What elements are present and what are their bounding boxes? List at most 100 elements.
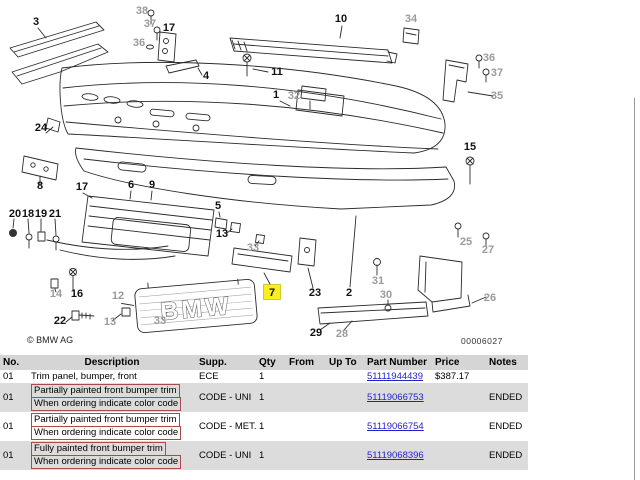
part-label-16[interactable]: 16 (71, 288, 83, 300)
part-label-25[interactable]: 25 (460, 236, 472, 248)
part-label-26[interactable]: 26 (484, 292, 496, 304)
part-label-17[interactable]: 17 (76, 181, 88, 193)
cell-no: 01 (3, 421, 14, 432)
cell-supplement: CODE - MET. (199, 421, 256, 432)
diagram-number: 00006027 (461, 336, 503, 346)
scrollbar[interactable] (634, 98, 635, 480)
part-label-32[interactable]: 32 (288, 90, 300, 102)
description-line: When ordering indicate color code (31, 426, 182, 440)
cell-part-number: 51119066753 (364, 383, 432, 412)
part-label-37[interactable]: 37 (491, 67, 503, 79)
leader-line-2 (349, 215, 357, 288)
part-number-link[interactable]: 51119068396 (367, 450, 424, 461)
part-label-34[interactable]: 34 (405, 13, 418, 25)
part-label-6[interactable]: 6 (128, 179, 134, 191)
part-label-27[interactable]: 27 (482, 244, 494, 256)
part-number-link[interactable]: 51119066753 (367, 392, 424, 403)
part-number-link[interactable]: 51111944439 (367, 371, 424, 382)
trim-piece-7 (231, 247, 293, 285)
cell-qty: 1 (259, 371, 265, 382)
part-label-24[interactable]: 24 (35, 122, 48, 134)
air-duct-group (417, 255, 487, 313)
part-label-38[interactable]: 38 (136, 5, 148, 17)
cell-part-number: 51119066754 (364, 412, 432, 441)
cell-supplement: ECE (199, 371, 219, 382)
part-label-19[interactable]: 19 (35, 208, 47, 220)
part-label-36[interactable]: 36 (483, 52, 495, 64)
part-label-36[interactable]: 36 (133, 37, 145, 49)
column-header-description: Description (28, 355, 196, 370)
cell-from (286, 441, 326, 470)
screw-15-icon (465, 156, 475, 185)
column-header-supp: Supp. (196, 355, 256, 370)
part-label-31[interactable]: 31 (372, 275, 384, 287)
part-label-7[interactable]: 7 (269, 287, 275, 299)
cell-from (286, 412, 326, 441)
part-label-10[interactable]: 10 (335, 13, 347, 25)
impact-strip-10 (229, 25, 398, 64)
cell-up-to (326, 370, 364, 383)
part-label-29[interactable]: 29 (310, 327, 322, 339)
cell-price: $387.17 (435, 371, 470, 382)
description-line: Fully painted front bumper trim (31, 442, 166, 456)
part-label-20[interactable]: 20 (9, 208, 21, 220)
license-plate: BMW (121, 278, 258, 334)
cell-part-number: 51119068396 (364, 441, 432, 470)
part-label-28[interactable]: 28 (336, 328, 348, 340)
part-label-33[interactable]: 33 (154, 315, 166, 327)
part-number-link[interactable]: 51119066754 (367, 421, 424, 432)
part-label-11[interactable]: 11 (271, 66, 283, 78)
part-label-1[interactable]: 1 (273, 89, 279, 101)
cell-up-to (326, 383, 364, 412)
part-label-22[interactable]: 22 (54, 315, 66, 327)
bracket-8 (21, 155, 59, 185)
exploded-diagram: BMW 338373617103441113236373524158176952… (9, 5, 503, 340)
part-label-15[interactable]: 15 (464, 141, 476, 153)
column-header-no: No. (0, 355, 28, 370)
part-label-33[interactable]: 33 (247, 242, 259, 254)
description-line: When ordering indicate color code (31, 397, 182, 411)
part-label-9[interactable]: 9 (149, 179, 155, 191)
cell-supplement: CODE - UNI (196, 441, 256, 470)
part-label-37[interactable]: 37 (144, 18, 156, 30)
part-label-4[interactable]: 4 (203, 70, 210, 82)
clip-34 (402, 27, 420, 45)
part-label-18[interactable]: 18 (22, 208, 34, 220)
part-label-13[interactable]: 13 (216, 228, 228, 240)
bracket-23 (297, 237, 317, 289)
cell-qty: 1 (259, 421, 265, 432)
cell-qty: 1 (256, 441, 286, 470)
part-label-5[interactable]: 5 (215, 200, 221, 212)
part-label-8[interactable]: 8 (37, 180, 43, 192)
part-label-21[interactable]: 21 (49, 208, 61, 220)
cell-supplement: CODE - UNI (196, 383, 256, 412)
clips-13-33 (226, 222, 265, 247)
bumper-shell (59, 62, 456, 210)
part-label-35[interactable]: 35 (491, 90, 503, 102)
part-label-3[interactable]: 3 (33, 16, 39, 28)
part-label-17[interactable]: 17 (163, 22, 175, 34)
screws-25-27 (454, 222, 490, 247)
bracket-17-top (146, 9, 177, 63)
bolt-22 (65, 310, 95, 323)
description-line: Partially painted front bumper trim (31, 384, 180, 398)
part-label-30[interactable]: 30 (380, 289, 392, 301)
part-label-2[interactable]: 2 (346, 287, 352, 299)
screw-16-clip-14 (50, 268, 77, 293)
part-label-14[interactable]: 14 (50, 288, 63, 300)
copyright-notice: © BMW AG (27, 335, 74, 345)
part-label-23[interactable]: 23 (309, 287, 321, 299)
cell-up-to (326, 441, 364, 470)
part-label-13[interactable]: 13 (104, 316, 116, 328)
cell-from (286, 383, 326, 412)
column-header-part-number: Part Number (364, 355, 432, 370)
strip-4 (165, 59, 203, 76)
cell-up-to (326, 412, 364, 441)
part-label-12[interactable]: 12 (112, 290, 124, 302)
